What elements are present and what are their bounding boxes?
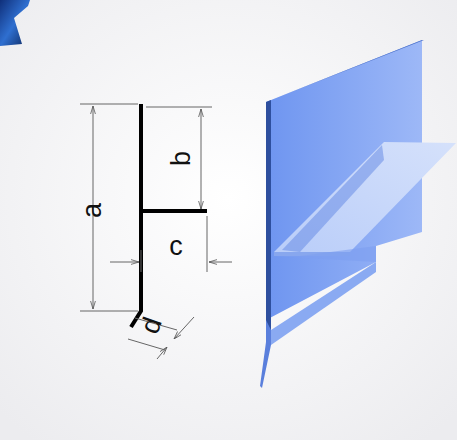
dimension-label: b: [169, 150, 196, 165]
dimension-label: a: [80, 202, 107, 217]
profile-section: [131, 104, 207, 327]
dimension-lines: [80, 104, 232, 359]
corner-decoration: [0, 0, 30, 46]
flashing-render: [260, 40, 456, 388]
dimension-label: c: [169, 233, 183, 260]
